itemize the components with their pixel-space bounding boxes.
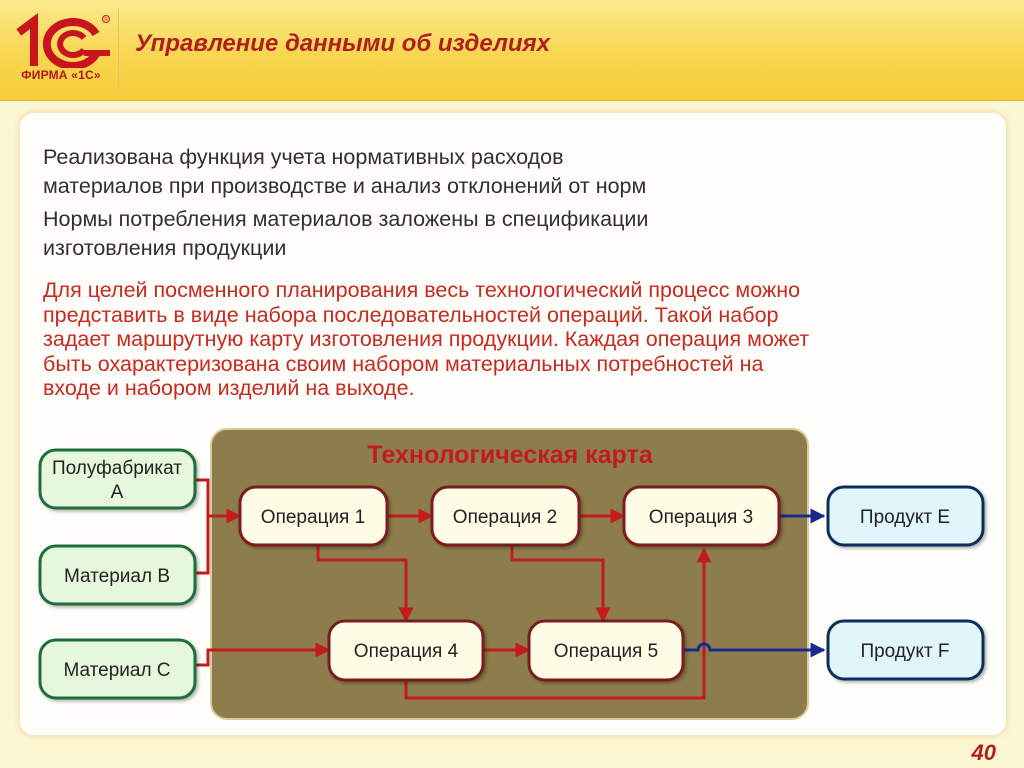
operation-2 bbox=[430, 485, 581, 547]
operation-3 bbox=[622, 485, 781, 547]
logo-mark-icon: R bbox=[16, 13, 110, 68]
paragraph-line: представить в виде набора последовательн… bbox=[43, 302, 779, 327]
input-material-c bbox=[38, 638, 197, 700]
input-semifinished-a-label-1: Полуфабрикат bbox=[52, 458, 182, 479]
operation-4 bbox=[327, 619, 485, 682]
paragraph-line: быть охарактеризована своим набором мате… bbox=[43, 351, 764, 376]
tech-map-title: Технологическая карта bbox=[367, 441, 653, 469]
tech-map-area bbox=[210, 428, 809, 720]
paragraph-line: входе и набором изделий на выходе. bbox=[43, 376, 415, 400]
arrow-op4-to-op3 bbox=[404, 547, 712, 700]
output-product-f bbox=[826, 619, 985, 681]
arrow-op1-to-op4 bbox=[316, 545, 414, 623]
logo-caption: ФИРМА «1С» bbox=[21, 68, 101, 82]
output-product-e-label: Продукт Е bbox=[860, 507, 950, 528]
svg-text:R: R bbox=[104, 17, 108, 23]
header-bar: R ФИРМА «1С» Управление данными об издел… bbox=[0, 0, 1024, 101]
paragraph-line: изготовления продукции bbox=[43, 236, 287, 260]
operation-4-label: Операция 4 bbox=[354, 641, 459, 662]
paragraph-line: Для целей посменного планирования весь т… bbox=[43, 278, 801, 302]
operation-3-label: Операция 3 bbox=[649, 507, 753, 528]
operation-2-label: Операция 2 bbox=[453, 507, 557, 528]
slide-title: Управление данными об изделиях bbox=[135, 30, 551, 57]
arrow-op2-to-op5 bbox=[510, 545, 611, 623]
operation-1 bbox=[238, 485, 389, 547]
logo-1c: R ФИРМА «1С» bbox=[8, 8, 119, 90]
paragraph-line: Нормы потребления материалов заложены в … bbox=[43, 207, 649, 231]
paragraph-line: материалов при производстве и анализ отк… bbox=[43, 174, 647, 198]
input-material-c-label: Материал С bbox=[63, 660, 170, 681]
paragraph-norms-accounting: Реализована функция учета нормативных ра… bbox=[43, 143, 646, 201]
operation-5 bbox=[527, 619, 685, 682]
operation-5-label: Операция 5 bbox=[554, 641, 658, 662]
arrow-input-b-to-op1 bbox=[195, 516, 210, 575]
input-material-b bbox=[38, 544, 197, 606]
paragraph-shift-planning: Для целей посменного планирования весь т… bbox=[43, 278, 809, 401]
page-number: 40 bbox=[971, 740, 996, 765]
input-semifinished-a-label-2: А bbox=[111, 482, 124, 503]
paragraph-line: задает маршрутную карту изготовления про… bbox=[43, 327, 810, 351]
arrow-input-a-to-op1 bbox=[195, 478, 242, 524]
paragraph-specification: Нормы потребления материалов заложены в … bbox=[43, 205, 648, 263]
output-product-e bbox=[826, 485, 985, 547]
paragraph-line: Реализована функция учета нормативных ра… bbox=[43, 145, 564, 169]
input-material-b-label: Материал В bbox=[64, 566, 170, 587]
output-product-f-label: Продукт F bbox=[860, 641, 949, 662]
arrow-input-c-to-op4 bbox=[195, 642, 331, 667]
input-semifinished-a bbox=[38, 448, 197, 510]
arrow-op5-to-product-f bbox=[683, 642, 826, 658]
operation-1-label: Операция 1 bbox=[261, 507, 365, 528]
